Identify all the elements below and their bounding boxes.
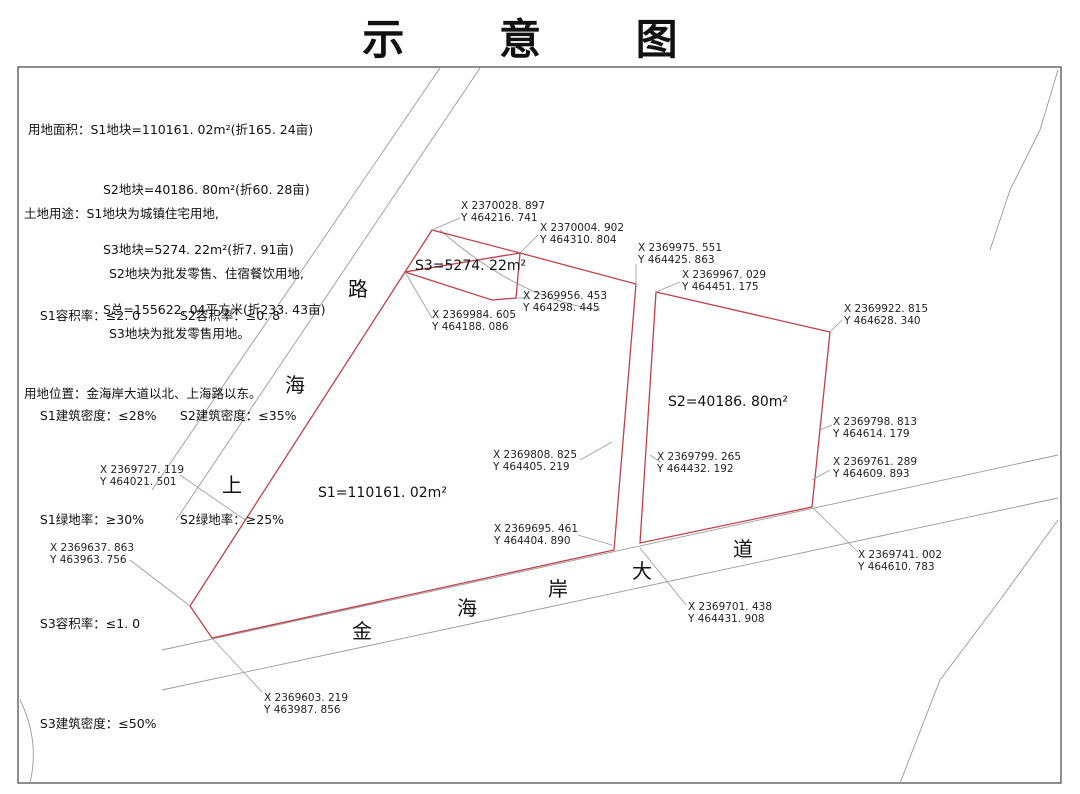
indices-block: S1容积率：≤2. 0 S2容积率：≤0. 8 S1建筑密度：≤28% S2建筑密度…: [24, 246, 297, 774]
coord-x: X 2369761. 289: [833, 456, 917, 468]
coord-x: X 2369741. 002: [858, 549, 942, 561]
coord-y: Y 464310. 804: [539, 234, 617, 246]
parcel-s1-label: S1=110161. 02m²: [318, 485, 447, 501]
parcel-s3: [403, 229, 521, 301]
coord-x: X 2369799. 265: [657, 451, 741, 463]
coord-y: Y 464298. 445: [522, 302, 600, 314]
coord-x: X 2369808. 825: [493, 449, 577, 461]
coord-x: X 2369695. 461: [494, 523, 578, 535]
s2-density: S2建筑密度：≤35%: [179, 408, 297, 423]
coord-x: X 2370004. 902: [540, 222, 624, 234]
location-line: 用地位置：金海岸大道以北、上海路以东。: [24, 386, 262, 401]
coord-x: X 2369701. 438: [688, 601, 772, 613]
s3-far: S3容积率：≤1. 0: [39, 616, 141, 631]
road-name-shanghai: 路 海 上: [222, 277, 368, 497]
s3-density: S3建筑密度：≤50%: [39, 716, 157, 731]
indices-row: S1建筑密度：≤28% S2建筑密度：≤35%: [24, 386, 297, 446]
coord-y: Y 464451. 175: [681, 281, 759, 293]
land-use-line: S3地块为批发零售用地。: [109, 326, 250, 341]
coord-y: Y 464610. 783: [857, 561, 935, 573]
coord-y: Y 464628. 340: [843, 315, 921, 327]
s1-density: S1建筑密度：≤28%: [39, 408, 157, 423]
coord-x: X 2369956. 453: [523, 290, 607, 302]
land-use-line: S2地块为批发零售、住宿餐饮用地,: [109, 266, 304, 281]
indices-row: S1绿地率：≥30% S2绿地率：≥25%: [24, 490, 297, 550]
land-area-block: 用地面积：S1地块=110161. 02m²(折165. 24亩) S2地块=4…: [28, 80, 325, 340]
indices-row: S1容积率：≤2. 0 S2容积率：≤0. 8: [24, 286, 297, 346]
road-char: 海: [457, 596, 477, 620]
coord-y: Y 464614. 179: [832, 428, 910, 440]
road-char: 上: [222, 473, 242, 497]
coord-x: X 2369727. 119: [100, 464, 184, 476]
parcel-s2-label: S2=40186. 80m²: [668, 394, 788, 410]
land-area-line: S3地块=5274. 22m²(折7. 91亩): [103, 242, 294, 257]
road-char: 大: [632, 559, 652, 583]
coord-y: Y 464188. 086: [431, 321, 509, 333]
coord-x: X 2369603. 219: [264, 692, 348, 704]
coord-y: Y 464609. 893: [832, 468, 910, 480]
coord-x: X 2369984. 605: [432, 309, 516, 321]
land-area-line: S2地块=40186. 80m²(折60. 28亩): [103, 182, 310, 197]
land-area-line: S总=155622. 04平方米(折233. 43亩): [103, 302, 326, 317]
coord-y: Y 464425. 863: [637, 254, 715, 266]
page-title: 示 意 图: [362, 15, 718, 64]
leader-lines: [129, 217, 859, 693]
coord-y: Y 463963. 756: [49, 554, 127, 566]
coord-x: X 2369975. 551: [638, 242, 722, 254]
parcel-area-labels: S3=5274. 22m² S2=40186. 80m² S1=110161. …: [318, 258, 788, 501]
coord-y: Y 463987. 856: [263, 704, 341, 716]
coord-y: Y 464404. 890: [493, 535, 571, 547]
land-area-line: 用地面积：S1地块=110161. 02m²(折165. 24亩): [28, 122, 314, 137]
s2-far: S2容积率：≤0. 8: [179, 308, 281, 323]
coord-x: X 2370028. 897: [461, 200, 545, 212]
coord-x: X 2369798. 813: [833, 416, 917, 428]
coordinate-labels: X 2370028. 897 Y 464216. 741 X 2370004. …: [49, 200, 942, 716]
s1-green: S1绿地率：≥30%: [39, 512, 145, 527]
road-char: 海: [285, 373, 305, 397]
coord-x: X 2369637. 863: [50, 542, 134, 554]
coord-y: Y 464405. 219: [492, 461, 570, 473]
indices-row: S3容积率：≤1. 0: [24, 594, 297, 654]
road-char: 金: [352, 619, 372, 643]
s2-green: S2绿地率：≥25%: [179, 512, 285, 527]
coord-x: X 2369967. 029: [682, 269, 766, 281]
road-name-jinhaian: 金 海 岸 大 道: [352, 537, 753, 643]
coord-y: Y 464216. 741: [460, 212, 538, 224]
road-char: 路: [348, 277, 368, 301]
road-lines: [19, 67, 1059, 784]
land-use-line: 土地用途：S1地块为城镇住宅用地,: [24, 206, 219, 221]
s1-far: S1容积率：≤2. 0: [39, 308, 141, 323]
road-char: 岸: [548, 577, 568, 601]
coord-y: Y 464431. 908: [687, 613, 765, 625]
coord-y: Y 464021. 501: [99, 476, 177, 488]
coord-y: Y 464432. 192: [656, 463, 734, 475]
parcel-s2: [639, 291, 831, 544]
road-char: 道: [733, 537, 753, 561]
land-use-block: 土地用途：S1地块为城镇住宅用地, S2地块为批发零售、住宿餐饮用地, S3地块…: [24, 164, 304, 424]
coord-x: X 2369922. 815: [844, 303, 928, 315]
map-frame: [17, 66, 1062, 784]
parcel-s3-label: S3=5274. 22m²: [415, 258, 526, 274]
indices-row: S3建筑密度：≤50%: [24, 694, 297, 754]
